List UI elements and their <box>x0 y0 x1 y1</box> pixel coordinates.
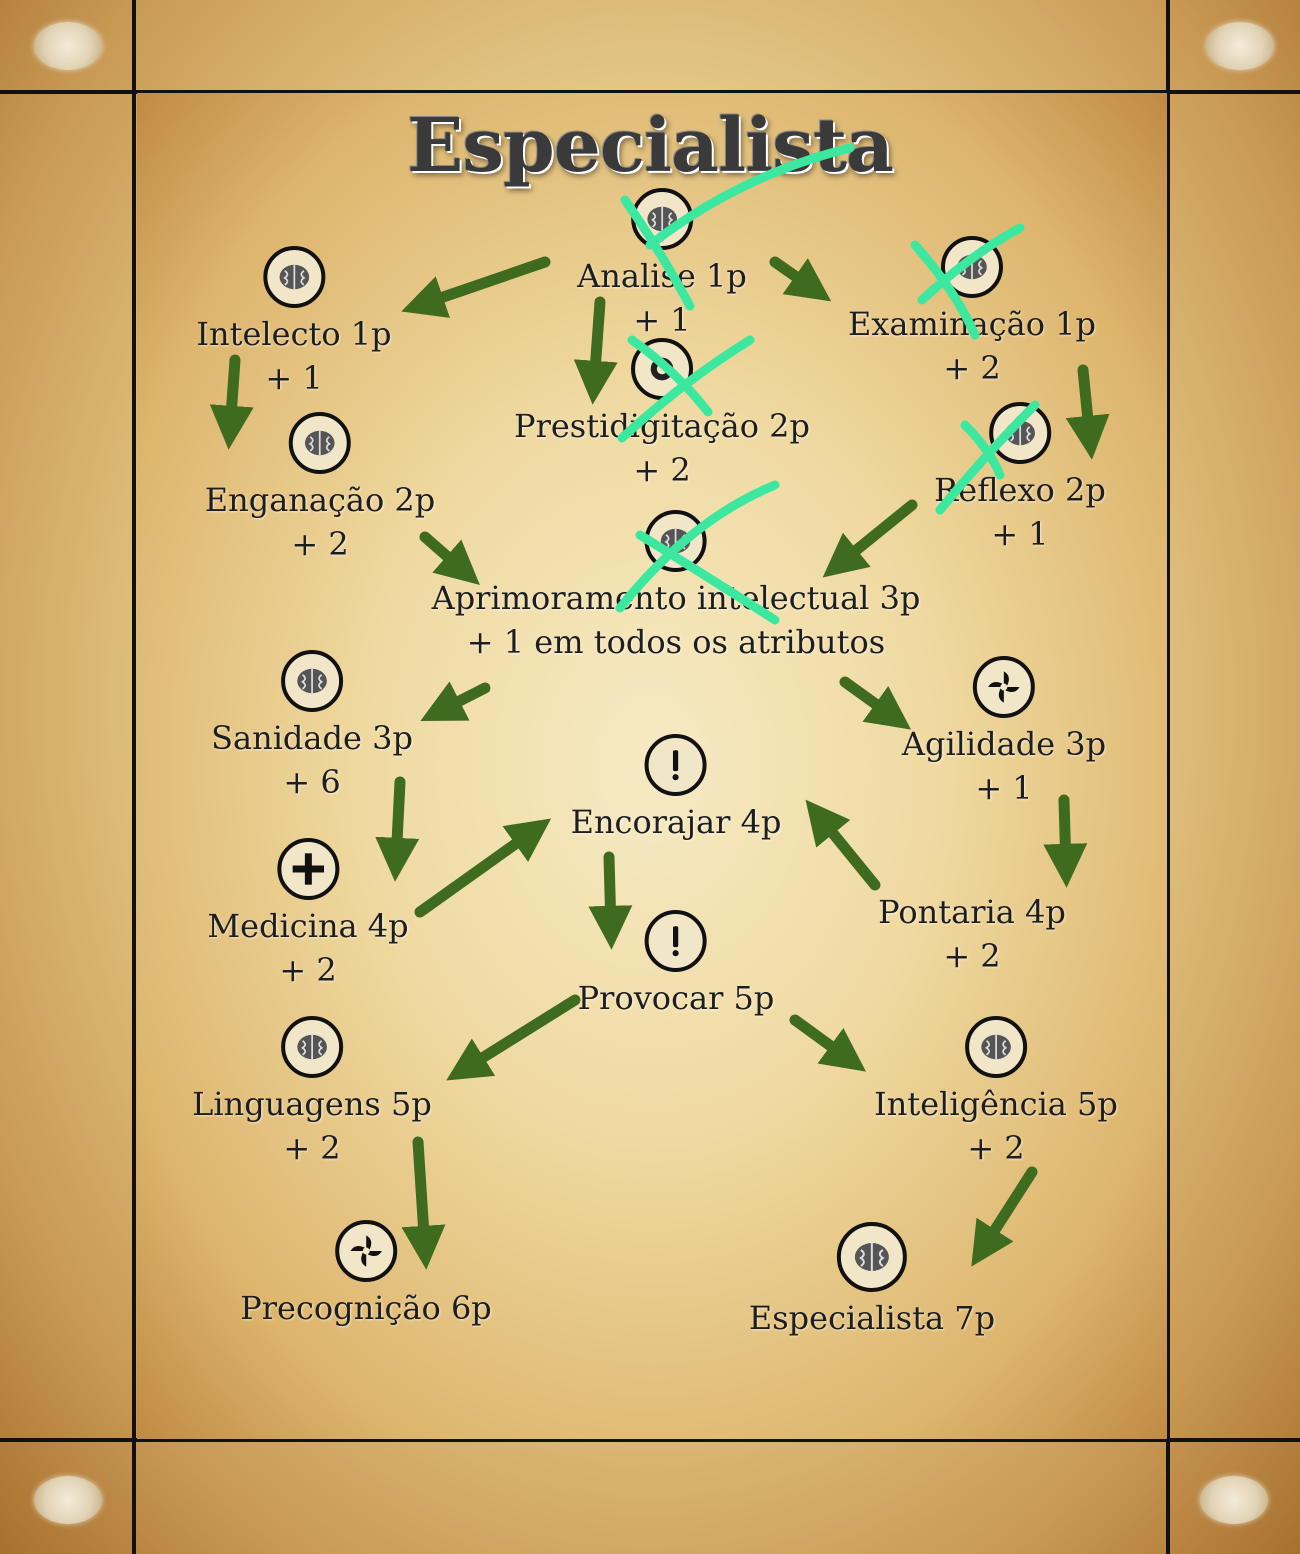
skill-name: Pontaria 4p <box>878 893 1066 931</box>
plus-icon <box>277 838 339 900</box>
skill-bonus: + 2 <box>633 451 691 489</box>
skill-bonus: + 2 <box>283 1129 341 1167</box>
exclamation-icon <box>645 734 707 796</box>
skill-node-pontaria[interactable]: Pontaria 4p + 2 <box>878 890 1066 978</box>
skill-node-enganacao[interactable]: Enganação 2p + 2 <box>204 412 436 566</box>
skill-name: Examinação 1p <box>847 305 1097 343</box>
skill-node-inteligencia[interactable]: Inteligência 5p + 2 <box>874 1016 1118 1170</box>
skill-name: Inteligência 5p <box>874 1085 1118 1123</box>
brain-icon <box>280 1016 343 1078</box>
skill-bonus: + 1 <box>975 769 1033 807</box>
skill-name: Agilidade 3p <box>901 725 1107 763</box>
brain-icon <box>837 1222 907 1292</box>
skill-tree-title: Especialista <box>406 103 894 189</box>
skill-bonus: + 1 <box>633 301 691 339</box>
brain-icon <box>281 650 343 712</box>
shuriken-icon <box>335 1220 397 1282</box>
brain-icon <box>988 402 1051 464</box>
skill-name: Provocar 5p <box>577 979 775 1017</box>
skill-node-agilidade[interactable]: Agilidade 3p + 1 <box>902 656 1106 810</box>
skill-bonus: + 6 <box>283 763 341 801</box>
skill-bonus: + 2 <box>943 937 1001 975</box>
brain-icon <box>289 412 351 474</box>
corner-ornament-bottom-right <box>1200 1476 1268 1524</box>
skill-name: Medicina 4p <box>207 907 409 945</box>
skill-bonus: + 2 <box>279 951 337 989</box>
skill-bonus: + 1 <box>265 359 323 397</box>
skill-node-aprimoramento[interactable]: Aprimoramento intelectual 3p + 1 em todo… <box>431 510 921 664</box>
exclamation-icon <box>645 910 707 972</box>
skill-name: Precognição 6p <box>240 1289 492 1327</box>
skill-name: Sanidade 3p <box>211 719 413 757</box>
brain-icon <box>630 188 693 250</box>
skill-name: Reflexo 2p <box>934 471 1106 509</box>
skill-node-especialista[interactable]: Especialista 7p <box>749 1222 995 1340</box>
skill-node-examinacao[interactable]: Examinação 1p + 2 <box>848 236 1096 390</box>
skill-name: Intelecto 1p <box>196 315 392 353</box>
skill-bonus: + 2 <box>967 1129 1025 1167</box>
skill-bonus: + 1 <box>991 515 1049 553</box>
skill-bonus: + 2 <box>943 349 1001 387</box>
target-icon <box>631 338 693 400</box>
skill-name: Encorajar 4p <box>570 803 782 841</box>
skill-node-medicina[interactable]: Medicina 4p + 2 <box>207 838 409 992</box>
skill-node-encorajar[interactable]: Encorajar 4p <box>570 734 782 844</box>
brain-icon <box>263 246 325 308</box>
frame-line-top <box>0 90 1300 94</box>
skill-name: Analise 1p <box>577 257 747 295</box>
brain-icon <box>964 1016 1027 1078</box>
skill-name: Aprimoramento intelectual 3p <box>431 579 921 617</box>
skill-bonus: + 2 <box>291 525 349 563</box>
skill-name: Linguagens 5p <box>192 1085 432 1123</box>
skill-node-prestidigitacao[interactable]: Prestidigitação 2p + 2 <box>514 338 810 492</box>
skill-node-intelecto[interactable]: Intelecto 1p + 1 <box>196 246 392 400</box>
frame-line-bottom <box>0 1438 1300 1442</box>
skill-name: Prestidigitação 2p <box>514 407 810 445</box>
skill-node-analise[interactable]: Analise 1p + 1 <box>577 188 747 342</box>
corner-ornament-bottom-left <box>34 1476 102 1524</box>
skill-node-sanidade[interactable]: Sanidade 3p + 6 <box>211 650 413 804</box>
corner-ornament-top-right <box>1206 22 1274 70</box>
skill-node-precognicao[interactable]: Precognição 6p <box>240 1220 492 1330</box>
corner-ornament-top-left <box>34 22 102 70</box>
skill-node-linguagens[interactable]: Linguagens 5p + 2 <box>192 1016 432 1170</box>
frame-line-left <box>132 0 136 1554</box>
brain-icon <box>941 236 1003 298</box>
skill-name: Enganação 2p <box>204 481 436 519</box>
frame-line-right <box>1166 0 1170 1554</box>
brain-icon <box>644 510 707 572</box>
skill-name: Especialista 7p <box>748 1299 996 1337</box>
skill-bonus: + 1 em todos os atributos <box>466 623 886 661</box>
shuriken-icon <box>972 656 1035 718</box>
skill-node-reflexo[interactable]: Reflexo 2p + 1 <box>934 402 1106 556</box>
skill-node-provocar[interactable]: Provocar 5p <box>577 910 775 1020</box>
